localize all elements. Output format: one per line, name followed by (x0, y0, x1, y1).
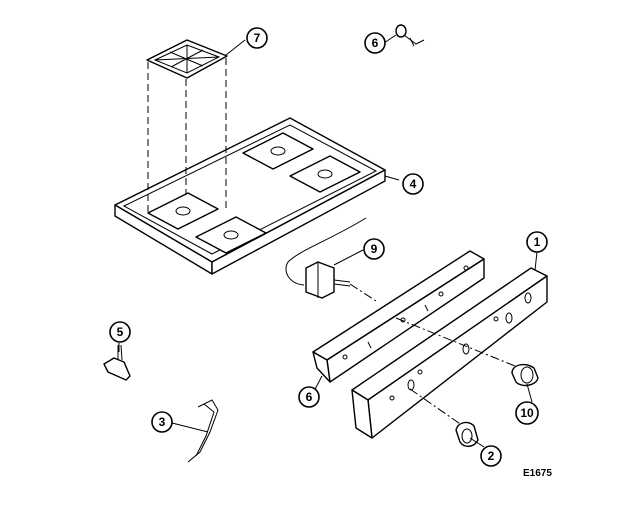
manifold-bracket (312, 250, 485, 383)
callout-6-bottom: 6 (298, 386, 320, 408)
control-panel (351, 267, 548, 439)
cooktop-panel (114, 117, 386, 275)
callout-1: 1 (526, 231, 548, 253)
svg-text:4: 4 (410, 177, 417, 191)
reference-code: E1675 (523, 468, 552, 479)
callout-5: 5 (109, 321, 131, 343)
callout-7: 7 (246, 27, 268, 49)
svg-text:5: 5 (117, 325, 124, 339)
svg-text:7: 7 (254, 31, 261, 45)
callout-2: 2 (480, 445, 502, 467)
burner-grate (146, 39, 228, 79)
svg-text:3: 3 (159, 415, 166, 429)
callout-10: 10 (515, 401, 539, 425)
svg-text:6: 6 (372, 36, 379, 50)
svg-text:6: 6 (306, 390, 313, 404)
svg-text:2: 2 (488, 449, 495, 463)
bracket-clip (103, 344, 131, 381)
small-knob (455, 421, 479, 447)
grate-alignment-lines (147, 58, 227, 212)
wire-spring (187, 399, 219, 463)
burner-valve (285, 217, 377, 302)
leader-lines (118, 34, 538, 448)
svg-text:9: 9 (371, 242, 378, 256)
control-knob (511, 363, 539, 387)
orifice-hood (395, 24, 425, 47)
svg-text:10: 10 (520, 406, 534, 420)
svg-text:1: 1 (534, 235, 541, 249)
callout-6-top: 6 (364, 32, 386, 54)
callout-4: 4 (402, 173, 424, 195)
callout-9: 9 (363, 238, 385, 260)
callout-3: 3 (151, 411, 173, 433)
